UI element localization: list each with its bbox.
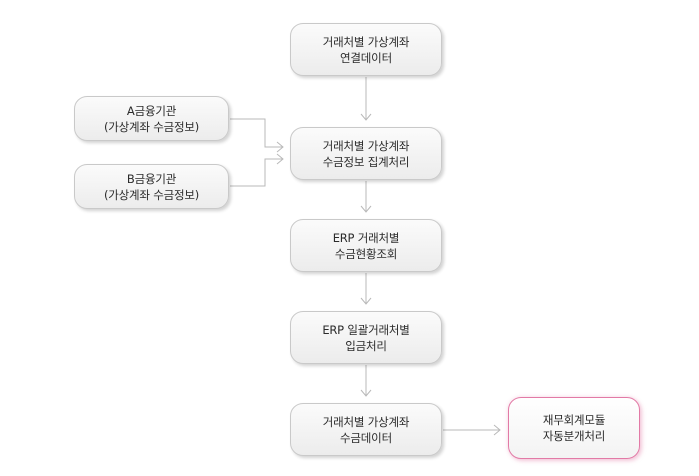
node-erp-batch: ERP 일괄거래처별 입금처리 [290,311,442,364]
node-label-line1: 거래처별 가상계좌 [322,414,410,429]
node-label-line2: 수금데이터 [340,430,392,445]
node-label-line2: 수금정보 집계처리 [322,154,410,169]
arrowhead-bank-a-to-aggregate [276,141,284,153]
node-erp-inquiry: ERP 거래처별 수금현황조회 [290,219,442,272]
arrowhead-link-to-aggregate [360,113,372,121]
node-finance-module: 재무회계모듈 자동분개처리 [508,397,640,459]
node-label-line1: 재무회계모듈 [542,413,606,427]
node-label-line1: B금융기관 [126,171,177,186]
node-label-line2: (가상계좌 수금정보) [103,187,200,202]
node-bank-a: A금융기관 (가상계좌 수금정보) [74,96,229,141]
node-bank-b: B금융기관 (가상계좌 수금정보) [74,164,229,209]
node-label-line2: 수금현황조회 [334,246,398,261]
arrowhead-aggregate-to-inquiry [360,205,372,213]
node-label-line1: ERP 일괄거래처별 [322,322,410,337]
node-virtual-account-link: 거래처별 가상계좌 연결데이터 [290,23,442,76]
arrowhead-collection-to-finance [493,424,501,436]
node-label-line1: ERP 거래처별 [332,230,400,245]
arrow-bank-a-to-aggregate [230,118,283,148]
arrowhead-batch-to-collection [360,389,372,397]
node-label-line2: 입금처리 [345,338,387,353]
node-label-line1: A금융기관 [126,103,177,118]
node-aggregate: 거래처별 가상계좌 수금정보 집계처리 [290,127,442,180]
node-label-line2: 자동분개처리 [542,429,606,443]
arrowhead-bank-b-to-aggregate [276,153,284,165]
node-label-line2: 연결데이터 [340,50,392,65]
arrowhead-inquiry-to-batch [360,297,372,305]
node-label-line2: (가상계좌 수금정보) [103,119,200,134]
node-label-line1: 거래처별 가상계좌 [322,138,410,153]
node-collection-data: 거래처별 가상계좌 수금데이터 [290,403,442,456]
node-label-line1: 거래처별 가상계좌 [322,34,410,49]
arrow-bank-b-to-aggregate [230,158,283,187]
